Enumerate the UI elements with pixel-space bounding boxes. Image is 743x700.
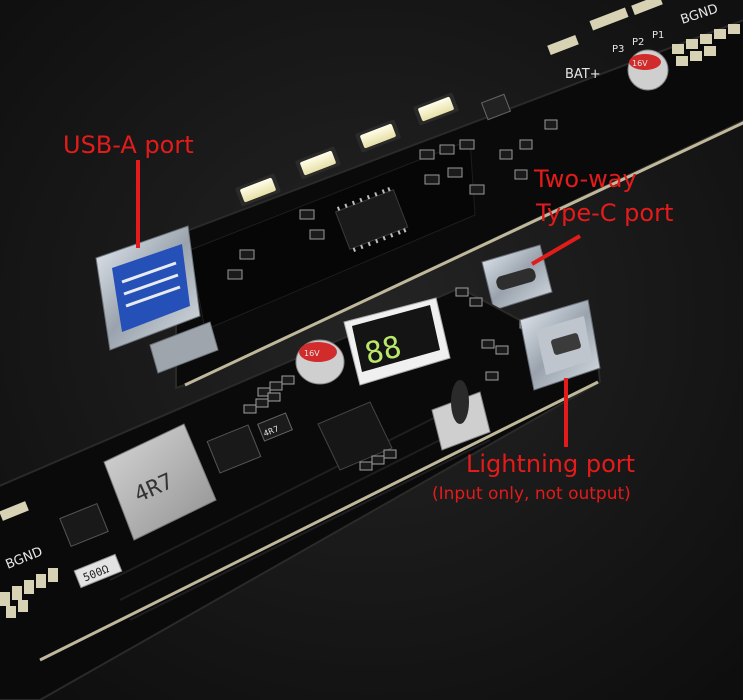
- inductor-4r7: 4R7: [103, 423, 217, 541]
- resistor-500: 500Ω: [73, 553, 123, 589]
- top-pcb: 16V BAT+ P3 P2 P1 BGND: [95, 0, 743, 390]
- bat-plus-label: BAT+: [565, 67, 601, 82]
- main-ic-top: [334, 187, 409, 252]
- bottom-pcb: 88 16V 4R7 4R7: [0, 286, 602, 700]
- p2-label: P2: [632, 37, 644, 48]
- seven-segment-display: 88: [343, 297, 451, 386]
- usb-a-port-label: USB-A port: [63, 131, 194, 159]
- display-digits: 88: [361, 329, 405, 372]
- led-strip: [235, 92, 459, 207]
- svg-text:16V: 16V: [632, 59, 648, 68]
- p3-label: P3: [612, 44, 624, 55]
- lightning-port: [519, 299, 601, 391]
- battery-pads-bottom: [0, 501, 58, 618]
- lightning-port-note: (Input only, not output): [432, 484, 631, 504]
- controller-ic: [317, 401, 393, 471]
- annotation-pointers: [136, 160, 582, 447]
- battery-pads-top: [547, 0, 740, 66]
- tactile-button: [431, 380, 491, 451]
- type-c-port-label-line1: Two-way: [534, 165, 637, 193]
- capacitor-top: 16V: [627, 49, 669, 91]
- capacitor-bottom: 16V: [295, 339, 345, 385]
- usb-a-port: [95, 225, 219, 374]
- svg-text:16V: 16V: [304, 349, 320, 358]
- p1-label: P1: [652, 30, 664, 41]
- type-c-port-label-line2: Type-C port: [536, 199, 674, 227]
- lightning-port-label: Lightning port: [466, 450, 636, 478]
